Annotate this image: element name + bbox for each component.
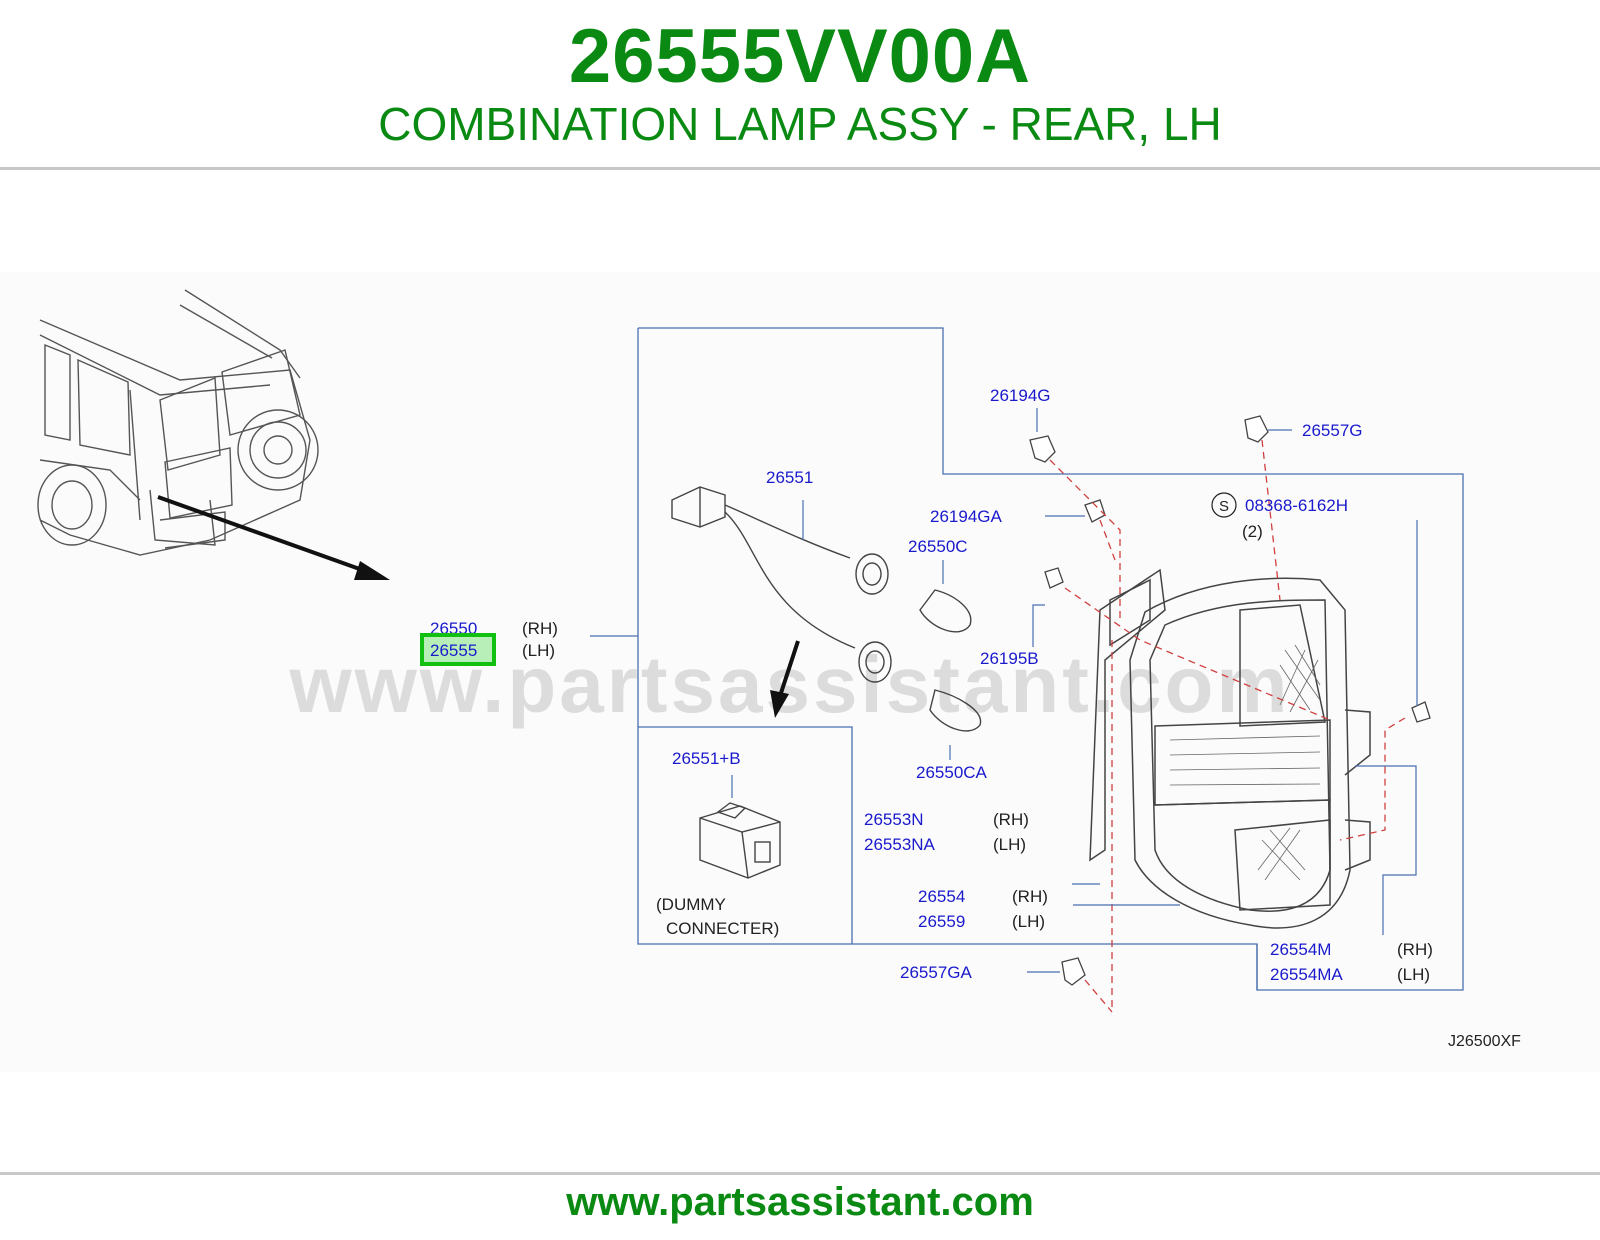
- label-26554M: 26554M: [1270, 940, 1331, 959]
- connector-pointer-arrow: [770, 640, 800, 718]
- header-divider: [0, 167, 1600, 170]
- label-26554MA-side: (LH): [1397, 965, 1430, 984]
- label-26554M-side: (RH): [1397, 940, 1433, 959]
- footer-website-link[interactable]: www.partsassistant.com: [566, 1180, 1034, 1224]
- callout-labels: 26194G 26557G 26551 26194GA 08368-6162H …: [656, 386, 1521, 1050]
- main-rh-side: (RH): [522, 619, 558, 638]
- vehicle-pointer-arrow: [157, 495, 390, 580]
- lens-hatching: [1169, 644, 1321, 881]
- combination-lamp-body: [1089, 568, 1371, 929]
- current-part-highlight: [420, 633, 496, 666]
- vehicle-illustration: [37, 289, 319, 556]
- diagram-svg: www.partsassistant.com 26550 (RH) 26555 …: [37, 289, 1521, 1050]
- main-lh-side: (LH): [522, 641, 555, 660]
- label-26554: 26554: [918, 887, 965, 906]
- label-26559: 26559: [918, 912, 965, 931]
- assembly-frame: [637, 327, 1464, 991]
- part-name-subtitle: COMBINATION LAMP ASSY - REAR, LH: [378, 98, 1222, 150]
- label-26195B: 26195B: [980, 649, 1039, 668]
- label-26553N: 26553N: [864, 810, 924, 829]
- label-26551B: 26551+B: [672, 749, 741, 768]
- harness-part: [671, 486, 982, 732]
- label-08368: 08368-6162H: [1245, 496, 1348, 515]
- label-26553NA: 26553NA: [864, 835, 936, 854]
- label-26557G: 26557G: [1302, 421, 1363, 440]
- label-dummy-line1: (DUMMY: [656, 895, 726, 914]
- drawing-code: J26500XF: [1448, 1033, 1521, 1050]
- label-26553NA-side: (LH): [993, 835, 1026, 854]
- footer-divider: [0, 1172, 1600, 1175]
- label-26551: 26551: [766, 468, 813, 487]
- main-lh-part: 26555: [430, 641, 477, 660]
- label-26550CA: 26550CA: [916, 763, 988, 782]
- label-26557GA: 26557GA: [900, 963, 972, 982]
- label-26554-side: (RH): [1012, 887, 1048, 906]
- label-26559-side: (LH): [1012, 912, 1045, 931]
- page-header: 26555VV00A COMBINATION LAMP ASSY - REAR,…: [0, 0, 1600, 170]
- install-path-lines: [1049, 439, 1406, 1013]
- main-part-callout: 26550 (RH) 26555 (LH): [420, 619, 638, 666]
- parts-diagram: www.partsassistant.com 26550 (RH) 26555 …: [0, 272, 1600, 1072]
- fastener-parts: [1029, 415, 1431, 986]
- s-symbol: S: [1219, 498, 1229, 515]
- label-08368-qty: (2): [1242, 522, 1263, 541]
- label-dummy-line2: CONNECTER): [666, 919, 779, 938]
- label-26194G: 26194G: [990, 386, 1051, 405]
- dummy-connector-part: [699, 802, 781, 879]
- part-number-title: 26555VV00A: [568, 14, 1032, 99]
- label-26553N-side: (RH): [993, 810, 1029, 829]
- label-26554MA: 26554MA: [1270, 965, 1343, 984]
- s-symbol-circle: [1211, 492, 1237, 518]
- leader-lines: [1027, 408, 1418, 973]
- label-26550C: 26550C: [908, 537, 968, 556]
- label-26194GA: 26194GA: [930, 507, 1002, 526]
